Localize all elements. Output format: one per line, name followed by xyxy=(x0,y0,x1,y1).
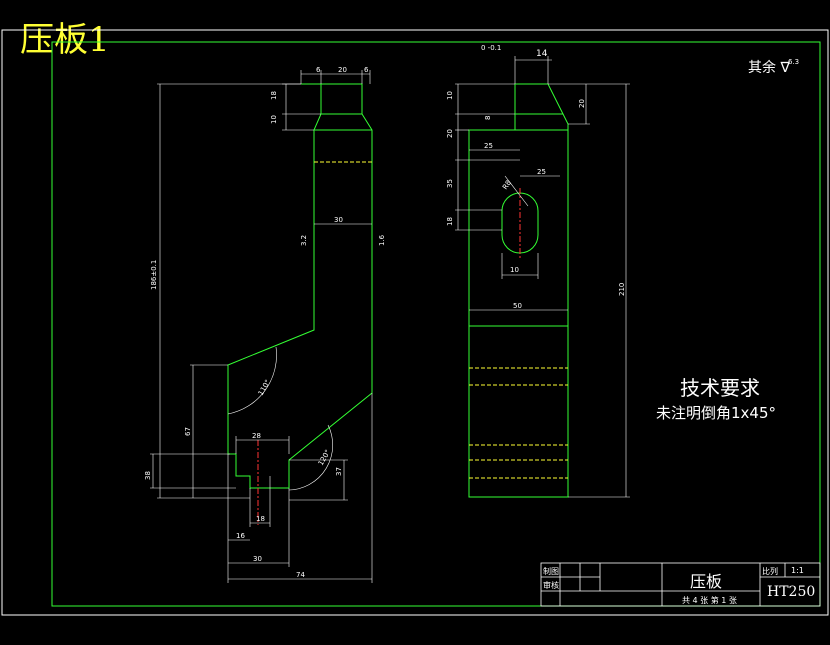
dim-top-h2: 10 xyxy=(270,115,278,124)
front-view xyxy=(227,83,373,489)
dim-tolerance: 0 -0.1 xyxy=(481,44,501,52)
rough-b: 1.6 xyxy=(378,234,386,246)
dim-base-left: 16 xyxy=(236,532,245,540)
side-hidden-lines xyxy=(469,367,568,479)
dim-angle2: 120° xyxy=(317,448,332,467)
dim-side-total: 210 xyxy=(618,283,626,296)
scale-label: 比列 xyxy=(762,567,778,576)
material: HT250 xyxy=(767,584,816,600)
dim-side-slot-w: 10 xyxy=(510,266,519,274)
dim-top-left: 6 xyxy=(316,66,321,74)
roughness-note-text: 其余 xyxy=(748,60,776,76)
drawn-label: 制图 xyxy=(543,567,559,576)
side-dimension-texts: 14 0 -0.1 10 20 8 25 35 18 25 R8 10 50 2… xyxy=(300,44,799,310)
dim-top-right: 6 xyxy=(364,66,369,74)
title-block xyxy=(540,562,821,607)
dim-overall-height: 186±0.1 xyxy=(150,260,158,290)
dim-side-width-top: 14 xyxy=(536,49,548,59)
inner-frame xyxy=(51,41,821,607)
dim-overall-width: 74 xyxy=(296,571,305,579)
dim-top-width: 20 xyxy=(338,66,347,74)
drawing-title: 压板1 xyxy=(20,20,110,60)
dim-side-h-right: 20 xyxy=(578,99,586,108)
sheet-info: 共 4 张 第 1 张 xyxy=(682,596,737,605)
dim-angle1: 110° xyxy=(257,378,272,397)
front-dimension-texts: 6 20 6 18 10 186±0.1 30 67 38 28 37 18 1… xyxy=(144,66,369,579)
side-dimension-lines xyxy=(455,56,630,498)
dim-side-slot-r: R8 xyxy=(501,179,513,191)
front-dimension-lines xyxy=(150,70,373,583)
dim-side-h3: 8 xyxy=(484,116,492,120)
roughness-note: 其余 ∇ xyxy=(748,57,790,77)
dim-side-width: 50 xyxy=(513,302,522,310)
dim-lower-height: 67 xyxy=(184,427,192,436)
dim-side-slot-h: 18 xyxy=(446,217,454,226)
dim-side-h1: 10 xyxy=(446,91,454,100)
dim-side-slot-y: 35 xyxy=(446,179,454,188)
dim-base-bottom: 30 xyxy=(253,555,262,563)
dim-side-offset: 25 xyxy=(484,142,493,150)
requirements-title: 技术要求 xyxy=(680,376,760,400)
rough-c: 6.3 xyxy=(788,58,799,66)
side-view xyxy=(468,83,569,498)
checked-label: 审核 xyxy=(543,581,559,590)
dim-base-height: 37 xyxy=(335,467,343,476)
dim-base-width: 28 xyxy=(252,432,261,440)
dim-slot-width: 18 xyxy=(256,515,265,523)
dim-top-h1: 18 xyxy=(270,91,278,100)
outer-frame xyxy=(1,29,829,616)
requirements-line: 未注明倒角1x45° xyxy=(656,404,777,422)
dim-side-slot-x: 25 xyxy=(537,168,546,176)
dim-side-h2: 20 xyxy=(446,129,454,138)
part-name: 压板 xyxy=(690,572,723,591)
scale-value: 1:1 xyxy=(791,566,804,575)
dim-mid-width: 38 xyxy=(144,471,152,480)
roughness-symbol-icon: ∇ xyxy=(780,60,790,76)
rough-a: 3.2 xyxy=(300,235,308,246)
dim-neck-width: 30 xyxy=(334,216,343,224)
